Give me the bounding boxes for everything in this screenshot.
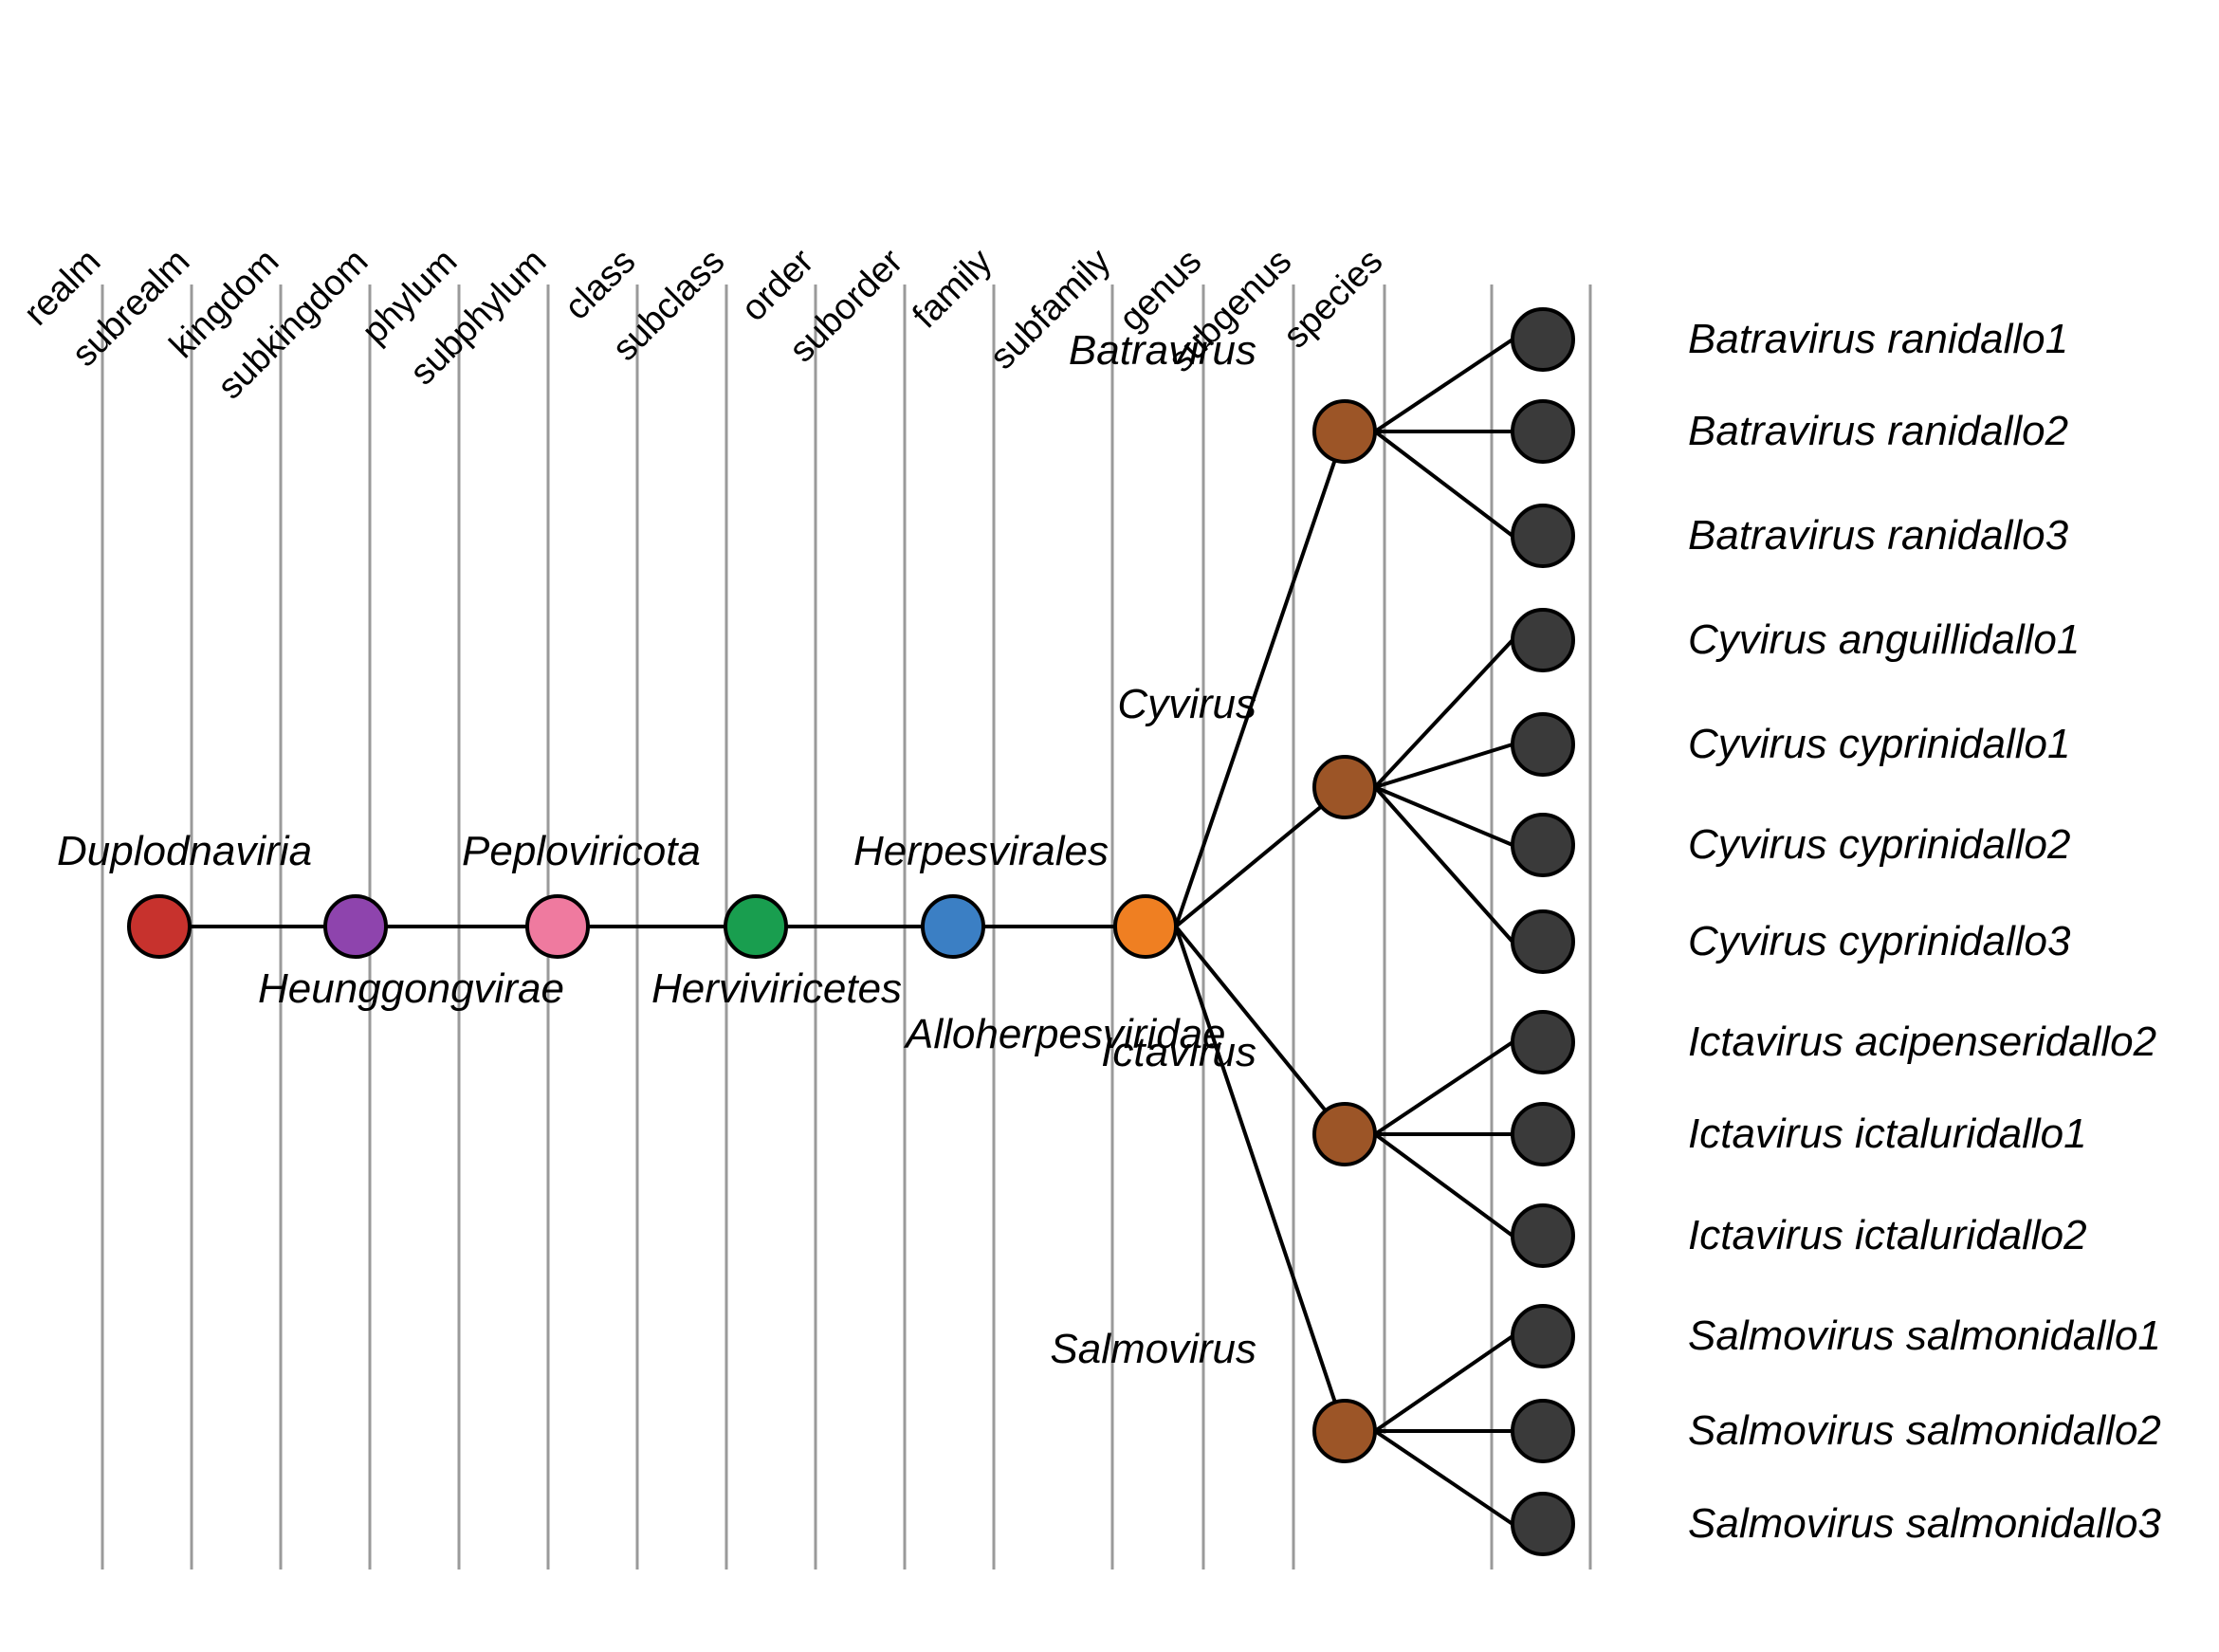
species-label-sp10: Ictavirus ictaluridallo2 <box>1688 1212 2087 1258</box>
species-node-sp09[interactable] <box>1511 1102 1575 1166</box>
species-label-sp08: Ictavirus acipenseridallo2 <box>1688 1019 2156 1065</box>
species-label-sp04: Cyvirus anguillidallo1 <box>1688 616 2080 663</box>
edge-genus-to-species <box>1373 638 1514 789</box>
genus-label-ictavirus: Ictavirus <box>1101 1029 1256 1075</box>
species-label-sp09: Ictavirus ictaluridallo1 <box>1688 1111 2087 1157</box>
species-label-sp13: Salmovirus salmonidallo3 <box>1688 1500 2161 1547</box>
taxon-node-herpesvirales[interactable] <box>921 894 985 959</box>
genus-node-batravirus[interactable] <box>1312 399 1377 464</box>
rank-label-family: family <box>905 242 999 337</box>
edge-genus-to-species <box>1373 430 1514 538</box>
edge-family-to-genus <box>1174 431 1347 927</box>
rank-label-layer: realmsubrealmkingdomsubkingdomphylumsubp… <box>16 241 1390 407</box>
taxon-label-herviviricetes: Herviviricetes <box>651 965 902 1012</box>
taxon-label-duplodnaviria: Duplodnaviria <box>57 828 312 874</box>
species-label-sp02: Batravirus ranidallo2 <box>1688 408 2068 454</box>
edge-genus-to-species <box>1374 743 1513 789</box>
taxon-node-duplodnaviria[interactable] <box>127 894 192 959</box>
species-node-sp05[interactable] <box>1511 712 1575 777</box>
taxon-node-heunggongvirae[interactable] <box>323 894 388 959</box>
species-node-sp11[interactable] <box>1511 1304 1575 1368</box>
taxon-label-herpesvirales: Herpesvirales <box>853 828 1109 874</box>
species-node-sp01[interactable] <box>1511 307 1575 372</box>
species-label-sp01: Batravirus ranidallo1 <box>1688 316 2068 362</box>
species-label-sp06: Cyvirus cyprinidallo2 <box>1688 821 2070 868</box>
edge-genus-to-species <box>1373 1040 1514 1136</box>
edge-genus-to-species <box>1373 338 1514 433</box>
genus-label-cyvirus: Cyvirus <box>1117 681 1256 727</box>
genus-node-ictavirus[interactable] <box>1312 1102 1377 1166</box>
species-node-sp06[interactable] <box>1511 813 1575 877</box>
taxon-node-alloherpesviridae[interactable] <box>1113 894 1178 959</box>
taxon-label-peploviricota: Peploviricota <box>462 828 701 874</box>
edge-family-to-genus <box>1174 925 1347 1136</box>
species-label-sp11: Salmovirus salmonidallo1 <box>1688 1312 2161 1359</box>
genus-node-cyvirus[interactable] <box>1312 755 1377 819</box>
species-node-sp03[interactable] <box>1511 504 1575 568</box>
species-node-sp02[interactable] <box>1511 399 1575 464</box>
species-node-sp13[interactable] <box>1511 1492 1575 1556</box>
edge-family-to-genus <box>1174 785 1347 928</box>
taxon-node-herviviricetes[interactable] <box>724 894 788 959</box>
taxon-label-heunggongvirae: Heunggongvirae <box>258 965 564 1012</box>
species-node-sp07[interactable] <box>1511 909 1575 974</box>
species-label-sp03: Batravirus ranidallo3 <box>1688 512 2069 559</box>
genus-label-batravirus: Batravirus <box>1069 327 1256 374</box>
node-layer <box>127 307 1575 1556</box>
taxon-label-alloherpesviridae: Alloherpesviridae <box>903 1011 1226 1057</box>
species-node-sp12[interactable] <box>1511 1399 1575 1463</box>
species-node-sp08[interactable] <box>1511 1010 1575 1074</box>
species-node-sp04[interactable] <box>1511 608 1575 672</box>
edge-genus-to-species <box>1373 1334 1514 1433</box>
genus-label-salmovirus: Salmovirus <box>1050 1326 1256 1372</box>
species-label-sp05: Cyvirus cyprinidallo1 <box>1688 721 2070 767</box>
species-label-sp07: Cyvirus cyprinidallo3 <box>1688 918 2071 964</box>
edge-genus-to-species <box>1373 785 1514 944</box>
genus-node-salmovirus[interactable] <box>1312 1399 1377 1463</box>
edge-layer <box>190 338 1514 1526</box>
edge-family-to-genus <box>1174 926 1347 1432</box>
species-node-sp10[interactable] <box>1511 1203 1575 1268</box>
edge-genus-to-species <box>1374 785 1513 847</box>
edge-genus-to-species <box>1373 1132 1514 1238</box>
edge-genus-to-species <box>1373 1429 1514 1526</box>
species-label-sp12: Salmovirus salmonidallo2 <box>1688 1407 2161 1454</box>
taxon-node-peploviricota[interactable] <box>525 894 590 959</box>
